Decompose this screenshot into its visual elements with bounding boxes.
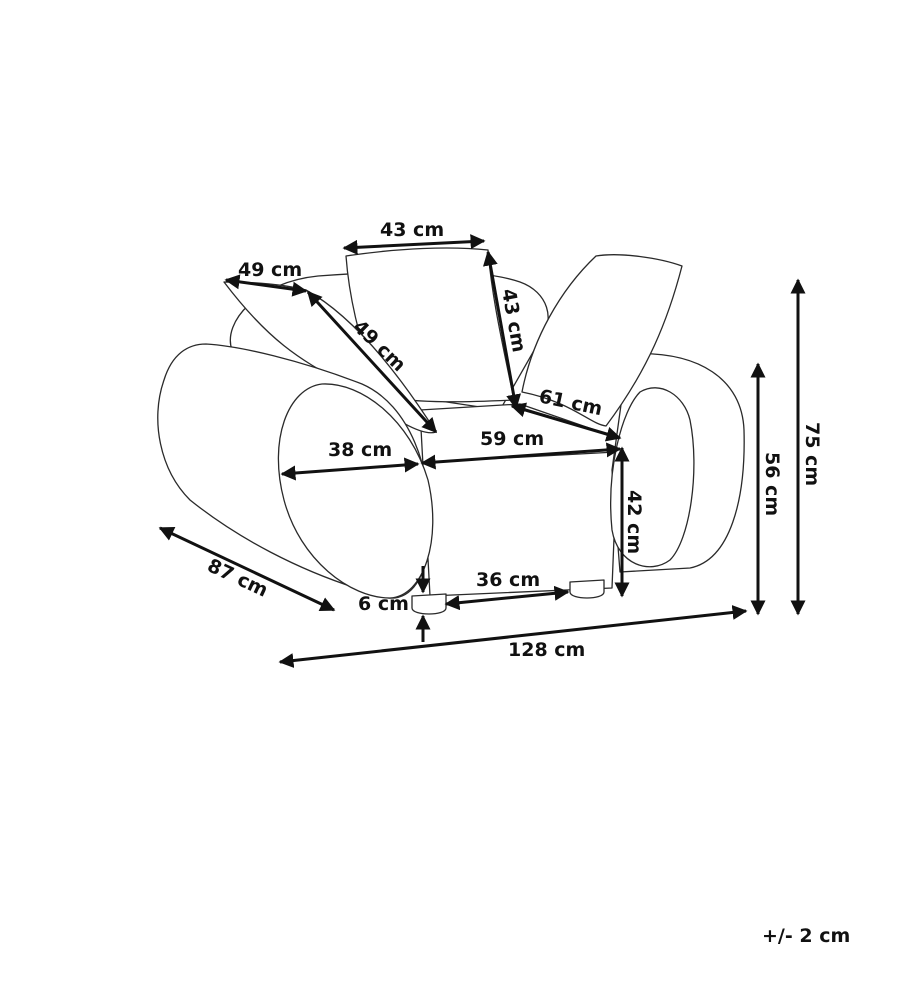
dim-line-side-cushion-width [224,274,308,297]
label-leg-height: 6 cm [358,593,409,615]
label-armrest-height: 56 cm [761,452,783,516]
label-total-height: 75 cm [801,422,823,486]
label-seat-width: 59 cm [480,428,544,450]
dim-line-seat-width [420,442,622,470]
tolerance-note: +/- 2 cm [762,925,850,947]
label-total-width: 128 cm [508,639,585,661]
dim-line-depth [158,526,336,612]
label-armrest-width: 38 cm [328,439,392,461]
dim-line-total-width [278,605,748,668]
dim-line-leg-spacing [444,585,570,611]
label-side-cushion-width: 49 cm [238,259,302,281]
label-depth: 87 cm [204,555,271,602]
dim-line-back-cushion-height [483,250,521,410]
dim-line-back-cushion-width [342,234,486,255]
front-left-leg [411,593,447,615]
dim-line-armrest-width [280,457,420,481]
dim-line-seat-depth [510,402,622,442]
label-seat-height: 42 cm [623,490,645,554]
label-back-cushion-width: 43 cm [380,219,444,241]
dim-line-side-cushion-length [306,290,438,434]
armchair-drawing [157,247,745,615]
dimension-lines [158,234,806,668]
label-leg-spacing: 36 cm [476,569,540,591]
front-right-leg [569,579,605,599]
